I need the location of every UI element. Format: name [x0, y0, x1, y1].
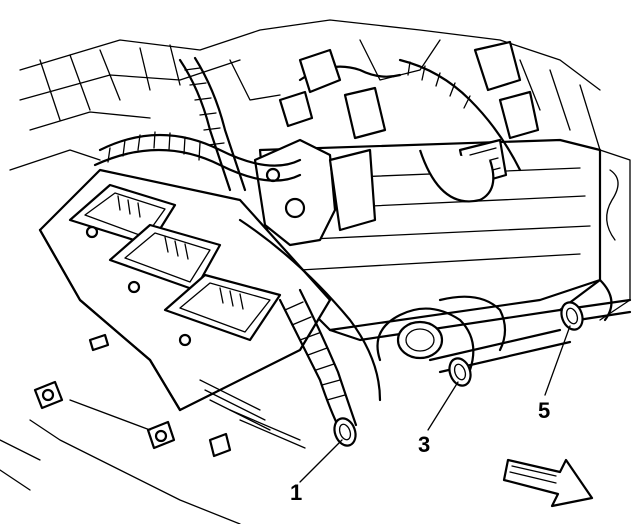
ignition-coil-module: [38, 168, 332, 449]
callout-leaders: [299, 325, 571, 483]
callout-5: 5: [538, 398, 550, 423]
engine-background: [9, 19, 631, 321]
connectors: [278, 40, 540, 203]
callout-label-1: 1: [290, 480, 302, 505]
forward-arrow-icon: [502, 458, 594, 508]
bolts: [0, 333, 241, 524]
callout-3: 3: [418, 432, 430, 457]
callout-label-5: 5: [538, 398, 550, 423]
callout-label-3: 3: [418, 432, 430, 457]
callout-1: 1: [290, 480, 302, 505]
wiring-harness: [93, 56, 522, 432]
grommets: [333, 301, 584, 447]
